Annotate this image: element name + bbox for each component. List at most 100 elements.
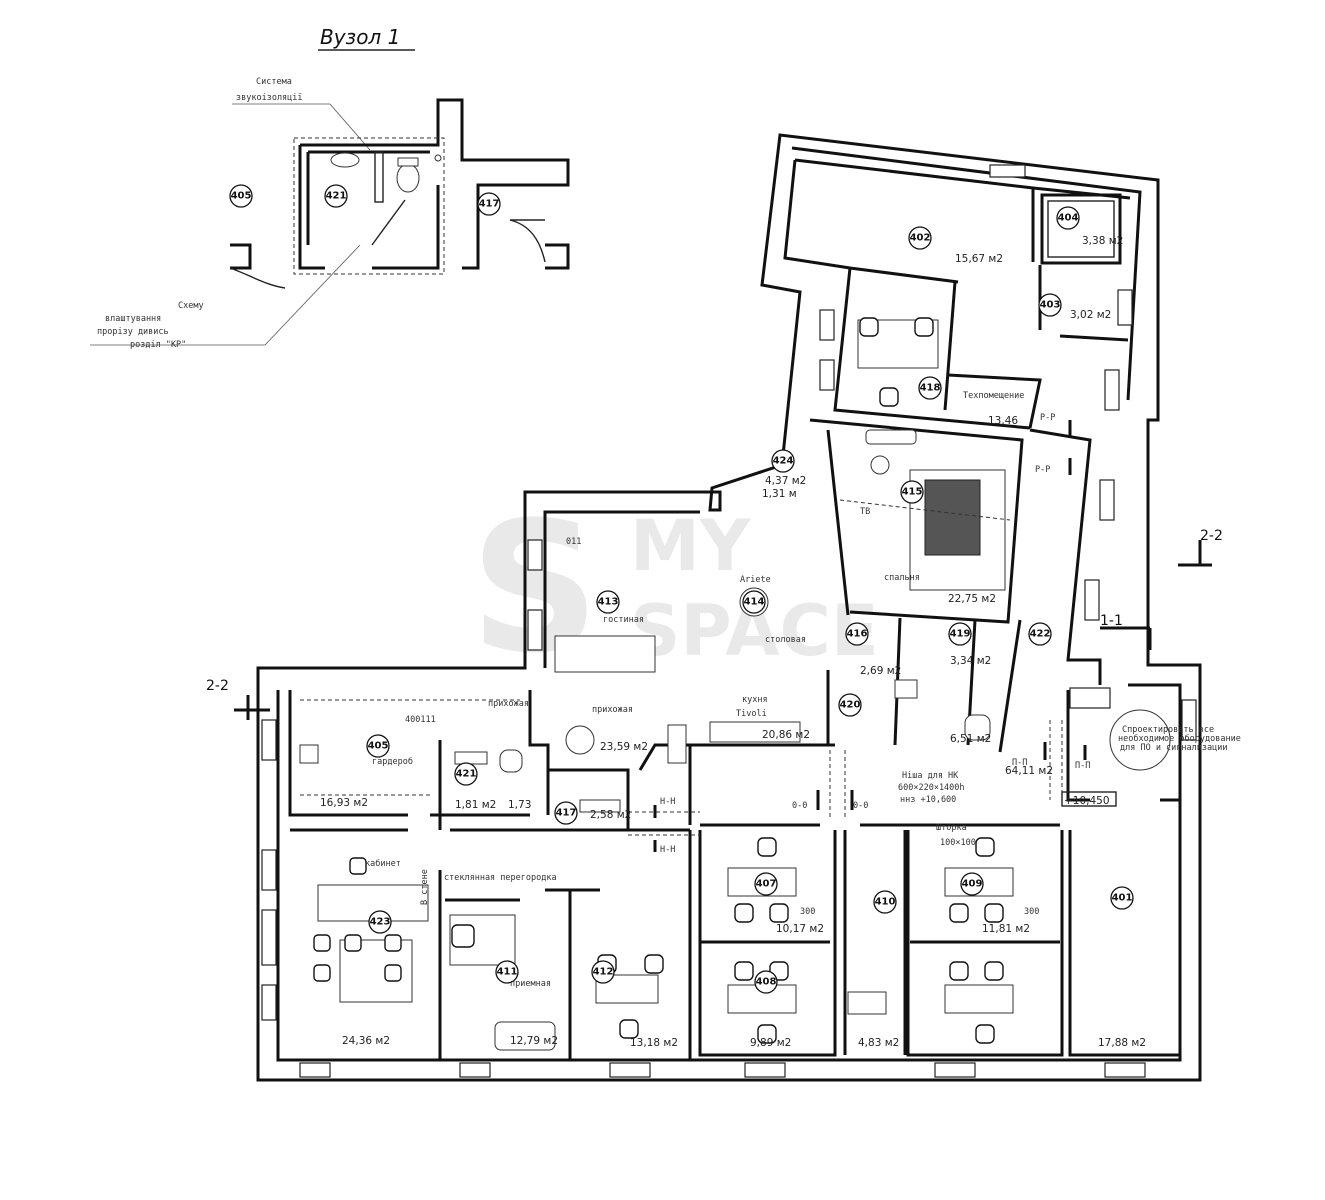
svg-text:407: 407 xyxy=(756,879,777,890)
tech-room-label: Техпомещение xyxy=(963,391,1024,401)
room-421-tag: 421 xyxy=(454,762,478,786)
section-p-p-1: Р-Р xyxy=(1040,413,1055,423)
svg-text:402: 402 xyxy=(910,233,931,244)
room-405-name: гардероб xyxy=(372,756,413,767)
wc-area-label: 1,73 xyxy=(508,799,531,811)
svg-text:404: 404 xyxy=(1058,213,1079,224)
room-416-tag: 416 xyxy=(845,622,869,646)
kitchen-label: кухня xyxy=(742,695,768,705)
room-414-tag: 414 xyxy=(742,590,766,614)
system-note-line1: Система xyxy=(256,77,292,87)
room-408-area: 9,89 м2 xyxy=(750,1037,791,1049)
room-423-area: 24,36 м2 xyxy=(342,1035,390,1047)
room-408-tag: 408 xyxy=(754,970,778,994)
room-424-tag: 424 xyxy=(771,449,795,473)
section-p-p-4: П-П xyxy=(1075,761,1090,771)
room-409-tag: 409 xyxy=(960,872,984,896)
room-420-area: 6,51 м2 xyxy=(950,733,991,745)
svg-text:416: 416 xyxy=(847,629,868,640)
svg-text:413: 413 xyxy=(598,597,619,608)
room-424-length: 1,31 м xyxy=(762,488,797,500)
svg-text:419: 419 xyxy=(950,629,971,640)
room-405-area: 16,93 м2 xyxy=(320,797,368,809)
section-0-0-2: 0-0 xyxy=(853,801,868,811)
room-411-name: приемная xyxy=(510,979,551,989)
windows xyxy=(261,164,1197,1078)
shower-label: Шторка xyxy=(936,823,967,833)
tv-label: ТВ xyxy=(860,507,870,517)
section-n-n-2: Н-Н xyxy=(660,845,675,855)
room-405-tag: 405 xyxy=(366,734,390,758)
room-404-area: 3,38 м2 xyxy=(1082,235,1123,247)
room-411-area: 12,79 м2 xyxy=(510,1035,558,1047)
section-1-1: 1-1 xyxy=(1100,613,1123,629)
room-421-area: 1,81 м2 xyxy=(455,799,496,811)
ariete-label: Ariete xyxy=(740,575,771,585)
elevation-mark: +10,450 xyxy=(1064,795,1110,807)
in-wall-label: В стене xyxy=(420,869,430,905)
room-402-tag: 402 xyxy=(908,226,932,250)
niche-note-line2: 600×220×1400h xyxy=(898,783,965,793)
room-423-name: кабинет xyxy=(365,858,401,869)
room-404-tag: 404 xyxy=(1056,206,1080,230)
room-407-tag: 407 xyxy=(754,872,778,896)
svg-text:423: 423 xyxy=(370,917,391,928)
room-422-area: 64,11 м2 xyxy=(1005,765,1053,777)
hallway-label: прихожая xyxy=(488,699,529,709)
room-419-area: 3,34 м2 xyxy=(950,655,991,667)
room-411-tag: 411 xyxy=(495,960,519,984)
room-419-tag: 419 xyxy=(948,622,972,646)
room-413-name: гостиная xyxy=(603,615,644,625)
niche-note-line1: Ніша для НК xyxy=(902,771,959,781)
svg-text:418: 418 xyxy=(920,383,941,394)
sink-icon xyxy=(330,152,360,168)
room-418-tag: 418 xyxy=(918,376,942,400)
equipment-note-line1: Спроектировать все xyxy=(1122,725,1214,735)
room-413-area: 23,59 м2 xyxy=(600,741,648,753)
room-403-tag: 403 xyxy=(1038,293,1062,317)
room-415-tag: 415 xyxy=(900,480,924,504)
room-407-area: 10,17 м2 xyxy=(776,923,824,935)
svg-text:401: 401 xyxy=(1112,893,1133,904)
dim-100-label: 100×100 xyxy=(940,838,976,848)
svg-text:412: 412 xyxy=(593,967,614,978)
bed xyxy=(924,479,981,556)
room-414-area: 20,86 м2 xyxy=(762,729,810,741)
section-n-n-1: Н-Н xyxy=(660,797,675,807)
svg-text:421: 421 xyxy=(456,769,477,780)
toilet-icon xyxy=(396,163,420,193)
room-424-area: 4,37 м2 xyxy=(765,475,806,487)
scheme-note-line3: прорізу дивись xyxy=(97,327,169,337)
room-417-tag: 417 xyxy=(554,801,578,825)
detail-room-421-tag: 421 xyxy=(324,184,348,208)
dim-011-label: 011 xyxy=(566,537,581,547)
section-p-p-2: Р-Р xyxy=(1035,465,1050,475)
room-422-tag: 422 xyxy=(1028,622,1052,646)
room-409-area: 11,81 м2 xyxy=(982,923,1030,935)
room-423-tag: 423 xyxy=(368,910,392,934)
watermark: S MY SPACE xyxy=(470,484,879,693)
glass-partition-label: стеклянная перегородка xyxy=(444,873,557,883)
tech-room-area: 13,46 xyxy=(988,415,1018,427)
svg-text:415: 415 xyxy=(902,487,923,498)
watermark-my: MY xyxy=(630,505,752,587)
svg-text:424: 424 xyxy=(773,456,794,467)
room-420-tag: 420 xyxy=(838,693,862,717)
room-402-area: 15,67 м2 xyxy=(955,253,1003,265)
annotations: +10,450 Ніша для НК 600×220×1400h ннз +1… xyxy=(405,391,1241,917)
niche-note-line3: ннз +10,600 xyxy=(900,795,956,805)
section-2-2-left: 2-2 xyxy=(206,678,229,694)
section-2-2-right: 2-2 xyxy=(1200,528,1223,544)
hidden-lines xyxy=(300,499,1063,836)
dim-300-right: 300 xyxy=(1024,907,1039,917)
svg-text:410: 410 xyxy=(875,897,896,908)
room-412-tag: 412 xyxy=(591,960,615,984)
svg-text:422: 422 xyxy=(1030,629,1051,640)
scheme-note-line1: Схему xyxy=(178,301,204,311)
svg-text:417: 417 xyxy=(556,808,577,819)
svg-text:405: 405 xyxy=(368,741,389,752)
svg-text:421: 421 xyxy=(326,191,347,202)
entrance-label: прихожая xyxy=(592,705,633,715)
svg-text:420: 420 xyxy=(840,700,861,711)
